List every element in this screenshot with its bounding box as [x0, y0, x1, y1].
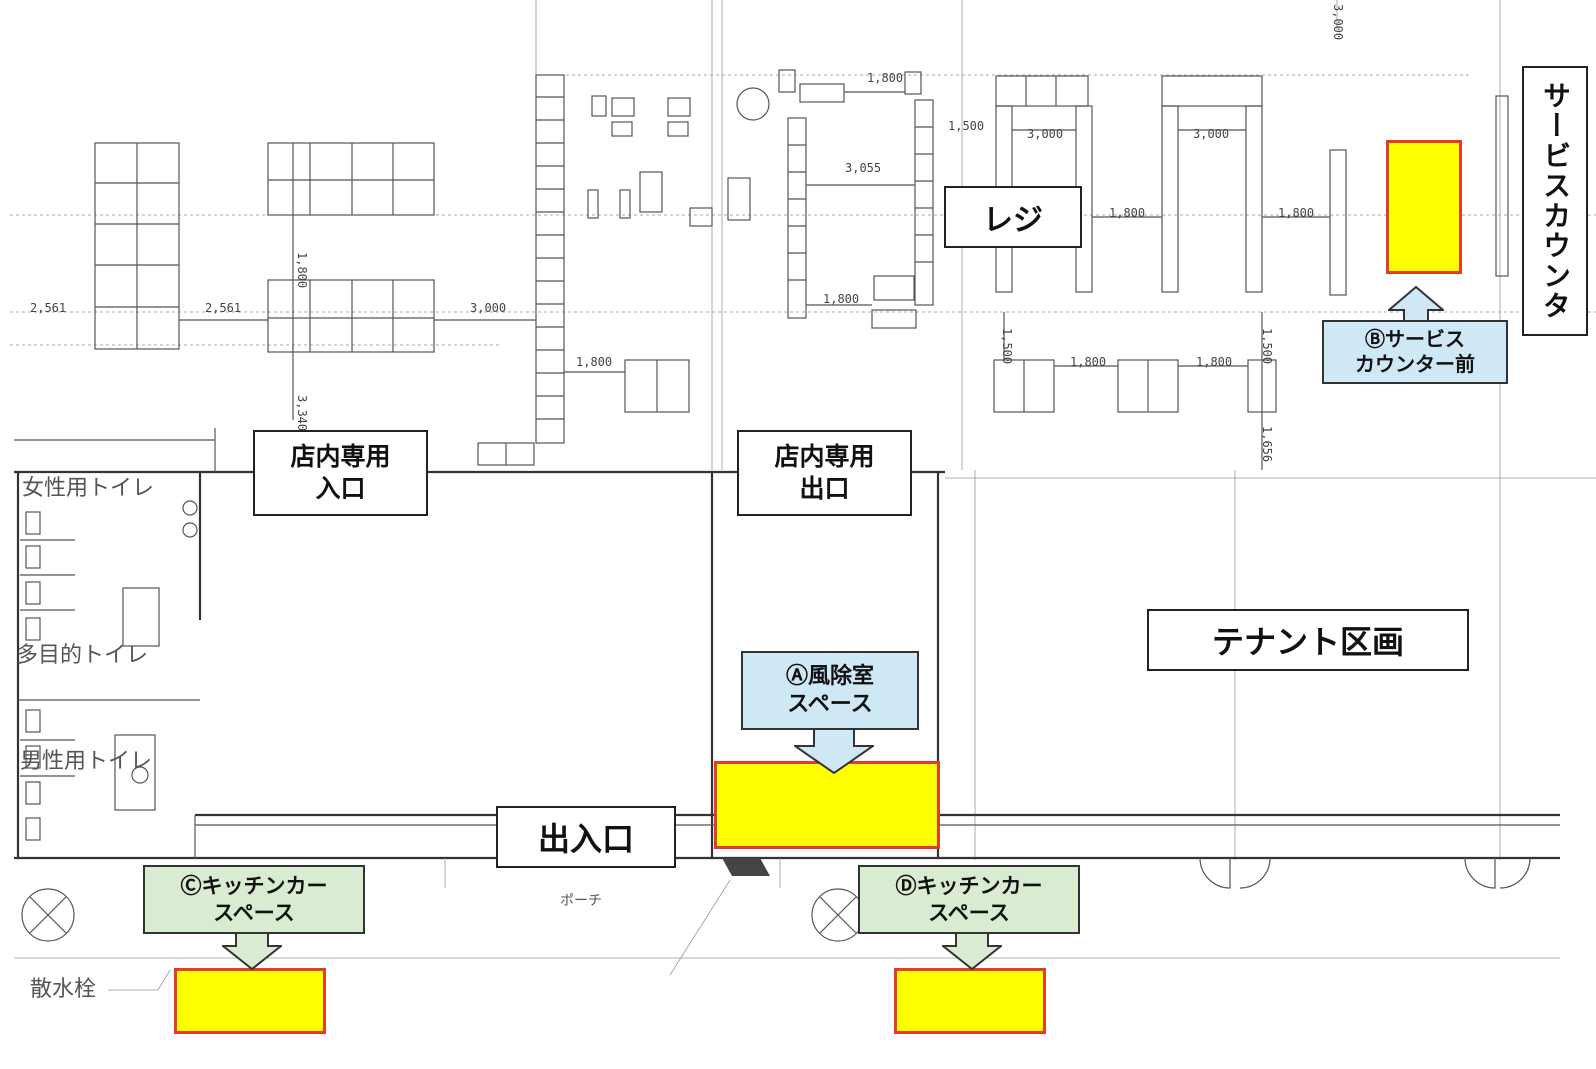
service-counter-label: サービスカウンタ — [1522, 66, 1588, 336]
callout-b: Ⓑサービス カウンター前 — [1322, 320, 1508, 384]
cart-area — [587, 87, 770, 227]
dim-3000-left: 3,000 — [470, 301, 506, 315]
zone-d — [894, 968, 1046, 1034]
zone-b — [1386, 140, 1462, 274]
dim-2561-a: 2,561 — [30, 301, 66, 315]
porch-label: ポーチ — [560, 893, 602, 909]
dim-1800-e: 1,800 — [1070, 355, 1106, 369]
dim-3055: 3,055 — [845, 161, 881, 175]
dim-3000-b: 3,000 — [1193, 127, 1229, 141]
arrow-c-icon — [222, 932, 282, 970]
multi-toilet-label: 多目的トイレ — [16, 643, 148, 668]
zone-a — [714, 761, 940, 849]
dim-1500-b: 1,500 — [1000, 328, 1014, 364]
toilets — [20, 500, 198, 841]
dim-2561-b: 2,561 — [205, 301, 241, 315]
dimension-labels-mid: 1,800 3,055 1,800 1,500 — [823, 71, 984, 306]
mens-toilet-label: 男性用トイレ — [20, 749, 152, 774]
zone-c — [174, 968, 326, 1034]
dim-1800-top: 1,800 — [867, 71, 903, 85]
arrow-a-icon — [794, 728, 874, 774]
right-counters — [993, 75, 1509, 470]
register-label: レジ — [944, 186, 1082, 248]
dim-3000-top: 3,000 — [1331, 4, 1345, 40]
dimension-labels-left: 2,561 2,561 3,000 1,800 3,340 — [30, 252, 506, 431]
dim-1800-bottom: 1,800 — [823, 292, 859, 306]
dim-1656: 1,656 — [1260, 426, 1274, 462]
dim-1800-f: 1,800 — [1196, 355, 1232, 369]
dim-1800-d: 1,800 — [1278, 206, 1314, 220]
arrow-d-icon — [942, 932, 1002, 970]
register-lanes — [778, 69, 934, 329]
mat-icon — [722, 858, 770, 876]
shelving-left — [94, 142, 536, 420]
dim-3340: 3,340 — [295, 395, 309, 431]
dim-1500-c: 1,500 — [1260, 328, 1274, 364]
womens-toilet-label: 女性用トイレ — [22, 476, 154, 501]
main-entrance-label: 出入口 — [496, 806, 676, 868]
grid-lines — [10, 0, 1596, 860]
tenant-label: テナント区画 — [1147, 609, 1469, 671]
dim-1800-c: 1,800 — [1109, 206, 1145, 220]
dimension-labels-right: 3,000 3,000 1,800 1,800 1,800 1,800 1,50… — [1000, 4, 1345, 462]
dim-1800-rack: 1,800 — [576, 355, 612, 369]
wall-rack — [477, 74, 690, 466]
dim-1800-v: 1,800 — [295, 252, 309, 288]
callout-d: Ⓓキッチンカー スペース — [858, 865, 1080, 934]
in-store-entrance-label: 店内専用 入口 — [253, 430, 428, 516]
dim-3000-a: 3,000 — [1027, 127, 1063, 141]
in-store-exit-label: 店内専用 出口 — [737, 430, 912, 516]
arrow-b-icon — [1388, 286, 1444, 324]
callout-a: Ⓐ風除室 スペース — [741, 651, 919, 730]
dim-1500-a: 1,500 — [948, 119, 984, 133]
callout-c: Ⓒキッチンカー スペース — [143, 865, 365, 934]
sprinkler-label: 散水栓 — [30, 977, 96, 1002]
